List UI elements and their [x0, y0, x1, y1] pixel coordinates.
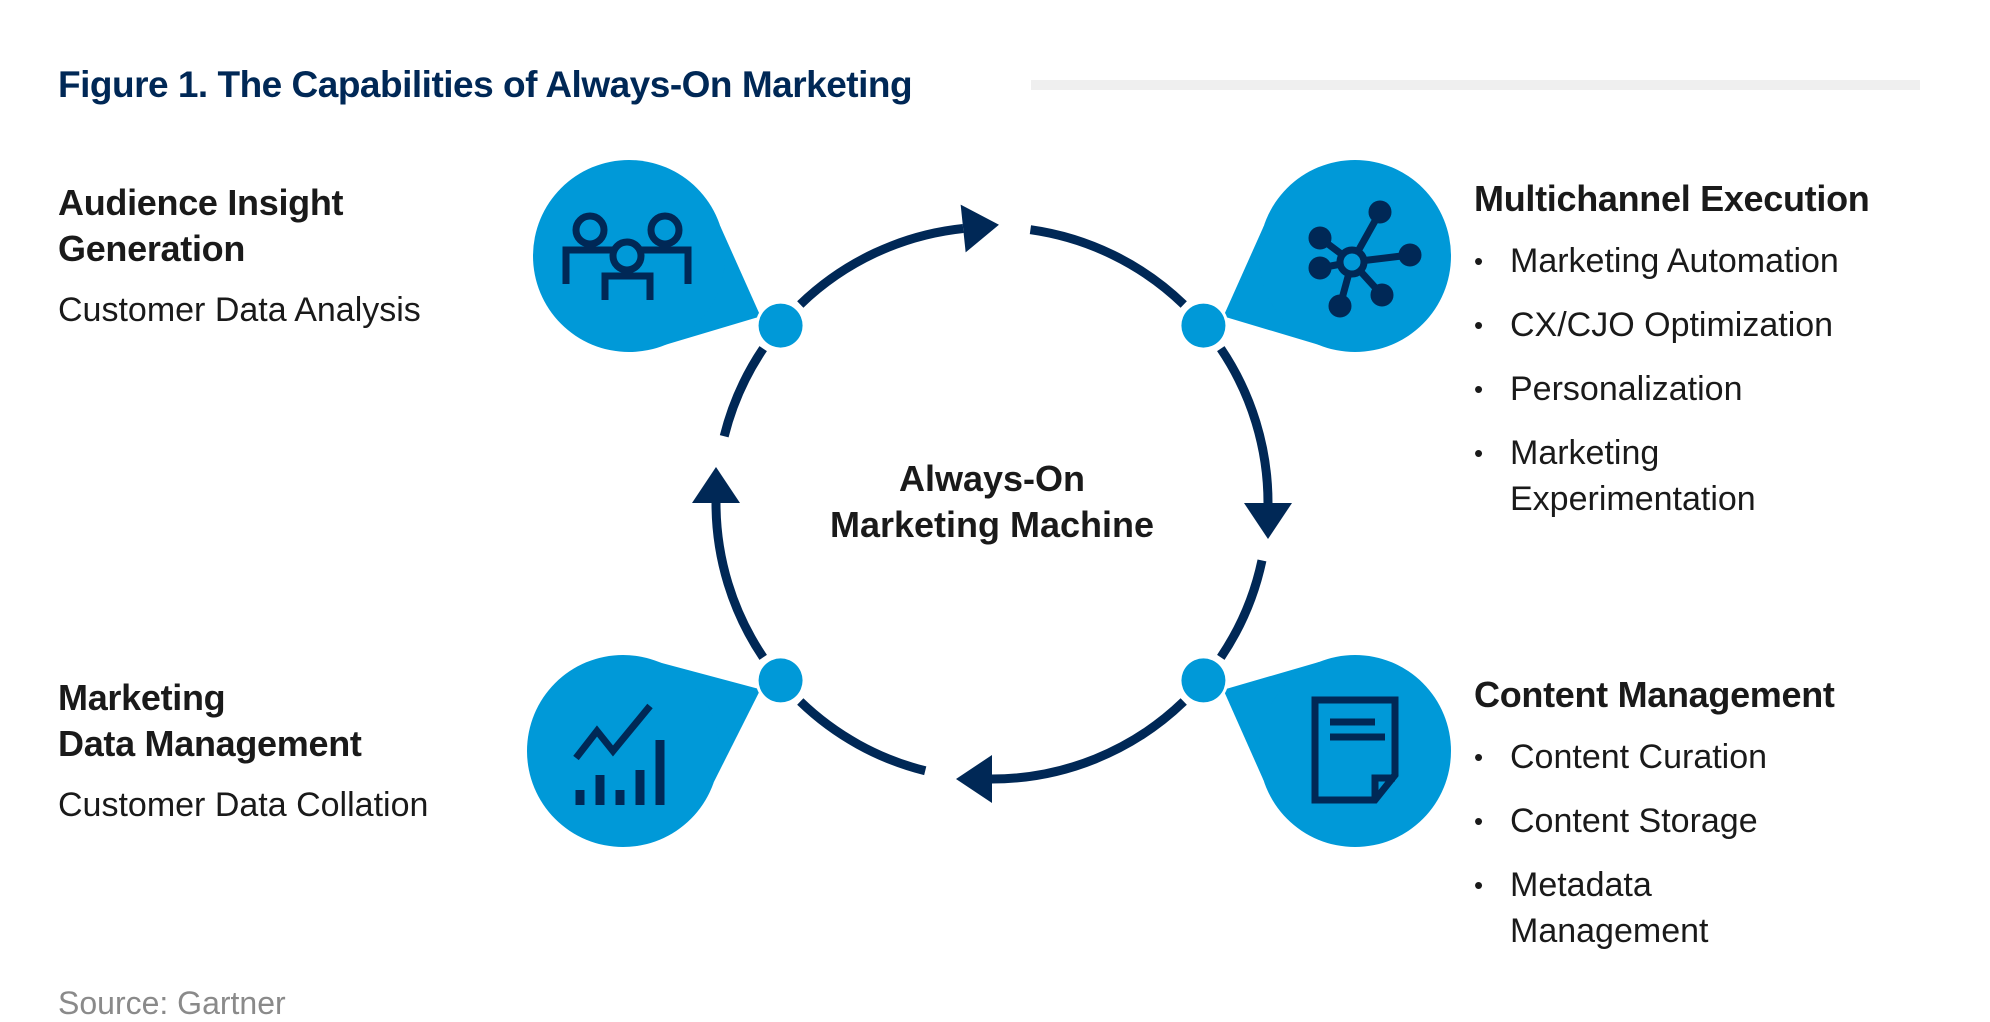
list-item: Content Curation — [1474, 734, 1954, 780]
cycle-arc — [711, 502, 767, 660]
multichannel-list: Marketing Automation CX/CJO Optimization… — [1474, 238, 1954, 522]
icon-bubble — [533, 160, 725, 352]
cycle-arc — [1217, 559, 1267, 660]
arrowhead-icon — [956, 755, 992, 803]
figure-title: Figure 1. The Capabilities of Always-On … — [58, 64, 913, 105]
cycle-arc — [797, 698, 927, 776]
audience-heading-1: Audience Insight — [58, 182, 344, 223]
cycle-arc — [797, 224, 964, 308]
arrowhead-icon — [692, 467, 740, 503]
source-note: Source: Gartner — [58, 985, 286, 1021]
content-management-block: Content Management Content Curation Cont… — [1474, 672, 1954, 972]
arrowhead-icon — [960, 204, 999, 253]
center-label-line-2: Marketing Machine — [829, 504, 1155, 545]
data-management-block: Marketing Data Management Customer Data … — [58, 675, 428, 827]
list-item: Personalization — [1474, 366, 1954, 412]
list-item: Marketing Automation — [1474, 238, 1954, 284]
arrowhead-icon — [1244, 503, 1292, 539]
cycle-arc — [1217, 346, 1273, 504]
multichannel-block: Multichannel Execution Marketing Automat… — [1474, 176, 1954, 540]
list-item: Marketing Experimentation — [1474, 430, 1810, 522]
cycle-arc — [1029, 225, 1187, 308]
cycle-node-dot — [758, 303, 803, 348]
audience-heading-2: Generation — [58, 228, 246, 269]
icon-bubble — [527, 655, 719, 847]
data-management-heading-2: Data Management — [58, 723, 362, 764]
cycle-node-dot — [758, 658, 803, 703]
cycle-arc — [991, 698, 1187, 784]
list-item: Content Storage — [1474, 798, 1954, 844]
bar-chart-icon — [573, 703, 665, 805]
data-management-detail: Customer Data Collation — [58, 786, 429, 824]
title-divider — [1031, 80, 1920, 90]
cycle-arc — [719, 346, 767, 438]
cycle-node-dot — [1181, 303, 1226, 348]
network-icon — [1308, 200, 1422, 318]
people-icon — [562, 212, 692, 300]
center-label-line-1: Always-On — [898, 458, 1086, 499]
content-list: Content Curation Content Storage Metadat… — [1474, 734, 1954, 954]
icon-bubble — [1259, 655, 1451, 847]
multichannel-heading: Multichannel Execution — [1474, 178, 1870, 219]
data-management-heading-1: Marketing — [58, 677, 226, 718]
center-label: Always-On Marketing Machine — [792, 456, 1192, 548]
audience-insight-block: Audience Insight Generation Customer Dat… — [58, 180, 421, 332]
cycle-node-dot — [1181, 658, 1226, 703]
list-item: CX/CJO Optimization — [1474, 302, 1954, 348]
content-heading: Content Management — [1474, 674, 1835, 715]
audience-detail: Customer Data Analysis — [58, 291, 421, 329]
document-icon — [1311, 696, 1399, 804]
list-item: Metadata Management — [1474, 862, 1760, 954]
